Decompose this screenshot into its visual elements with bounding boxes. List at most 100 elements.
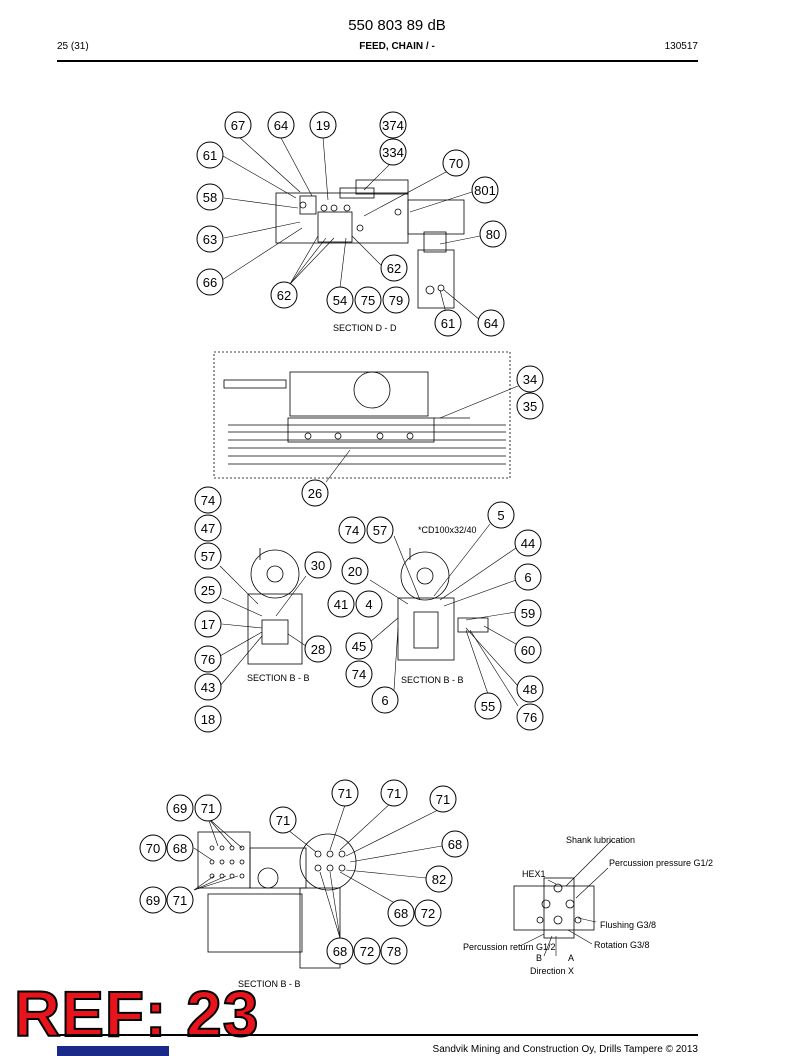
part-number: 19 (316, 118, 330, 133)
section-bb-left-label: SECTION B - B (247, 673, 310, 683)
part-bubble: 19 (309, 111, 337, 139)
bubble-circle (479, 220, 507, 248)
part-number: 72 (360, 944, 374, 959)
flushing-label: Flushing G3/8 (600, 920, 656, 930)
bubble-circle (474, 692, 502, 720)
bubble-circle (442, 149, 470, 177)
part-number: 60 (521, 643, 535, 658)
bubble-circle (514, 599, 542, 627)
part-bubble: 71 (331, 779, 359, 807)
bubble-circle (414, 899, 442, 927)
bubble-circle (425, 865, 453, 893)
part-number: 71 (201, 801, 215, 816)
part-bubble: 71 (194, 794, 222, 822)
part-bubble: 6 (514, 563, 542, 591)
bubble-circle (196, 183, 224, 211)
part-bubble: 57 (366, 516, 394, 544)
part-bubble: 4 (355, 590, 383, 618)
direction-x-drawing (513, 877, 595, 939)
section-bb-left-drawing (247, 548, 303, 665)
part-bubble: 6 (371, 686, 399, 714)
bubble-circle (326, 937, 354, 965)
part-number: 71 (436, 792, 450, 807)
part-number: 801 (474, 183, 496, 198)
part-bubble: 374 (379, 111, 407, 139)
part-number: 71 (276, 813, 290, 828)
part-number: 4 (365, 597, 372, 612)
part-number: 68 (173, 841, 187, 856)
bubble-circle (380, 937, 408, 965)
port-a-label: A (568, 953, 574, 963)
bubble-circle (514, 636, 542, 664)
part-number: 68 (394, 906, 408, 921)
bubble-circle (304, 635, 332, 663)
part-number: 70 (146, 841, 160, 856)
part-bubble: 26 (301, 479, 329, 507)
bubble-circle (196, 225, 224, 253)
part-number: 67 (231, 118, 245, 133)
part-bubble: 66 (196, 268, 224, 296)
bubble-circle (326, 286, 354, 314)
part-bubble: 60 (514, 636, 542, 664)
part-bubble: 68 (387, 899, 415, 927)
part-bubble: 79 (382, 286, 410, 314)
header-rule (57, 60, 698, 62)
bubble-circle (338, 516, 366, 544)
part-bubble: 17 (194, 610, 222, 638)
bubble-circle (471, 176, 499, 204)
part-number: 41 (334, 597, 348, 612)
direction-x-label: Direction X (530, 966, 574, 976)
part-bubble: 25 (194, 576, 222, 604)
date-code: 130517 (664, 41, 698, 52)
part-bubble: 78 (380, 937, 408, 965)
feed-side-drawing (213, 351, 511, 479)
bubble-circle (380, 779, 408, 807)
part-bubble: 5 (487, 501, 515, 529)
percussion-pressure-text: Percussion pressure G1/2 (609, 858, 713, 868)
cd-note: *CD100x32/40 (418, 525, 477, 535)
part-number: 64 (484, 316, 498, 331)
bubble-circle (434, 309, 462, 337)
percussion-pressure-label: Percussion pressure G1/2 (609, 858, 713, 868)
bubble-circle (366, 516, 394, 544)
bubble-circle (269, 806, 297, 834)
section-bb-bottom-label: SECTION B - B (238, 979, 301, 989)
bubble-circle (194, 673, 222, 701)
part-bubble: 71 (166, 886, 194, 914)
bubble-circle (301, 479, 329, 507)
bubble-circle (194, 610, 222, 638)
part-number: 70 (449, 156, 463, 171)
part-bubble: 63 (196, 225, 224, 253)
part-bubble: 45 (345, 632, 373, 660)
bubble-circle (304, 551, 332, 579)
part-bubble: 72 (414, 899, 442, 927)
bubble-circle (309, 111, 337, 139)
bubble-circle (341, 557, 369, 585)
part-bubble: 62 (270, 281, 298, 309)
part-bubble: 54 (326, 286, 354, 314)
bubble-circle (516, 675, 544, 703)
bubble-circle (379, 138, 407, 166)
bubble-circle (387, 899, 415, 927)
ref-watermark: REF: 23 (13, 978, 260, 1050)
part-bubble: 76 (516, 703, 544, 731)
part-number: 72 (421, 906, 435, 921)
part-number: 57 (373, 523, 387, 538)
section-dd-drawing (275, 179, 465, 309)
bubble-circle (516, 703, 544, 731)
part-bubble: 62 (380, 254, 408, 282)
part-bubble: 74 (194, 486, 222, 514)
part-bubble: 68 (166, 834, 194, 862)
part-bubble: 82 (425, 865, 453, 893)
bubble-circle (331, 779, 359, 807)
section-bb-right-label: SECTION B - B (401, 675, 464, 685)
part-number: 61 (441, 316, 455, 331)
part-number: 69 (173, 801, 187, 816)
shank-lubrication-label: Shank lubrication (566, 835, 635, 845)
bubble-circle (429, 785, 457, 813)
part-number: 75 (361, 293, 375, 308)
part-bubble: 80 (479, 220, 507, 248)
page-number: 25 (31) (57, 41, 89, 52)
part-number: 59 (521, 606, 535, 621)
